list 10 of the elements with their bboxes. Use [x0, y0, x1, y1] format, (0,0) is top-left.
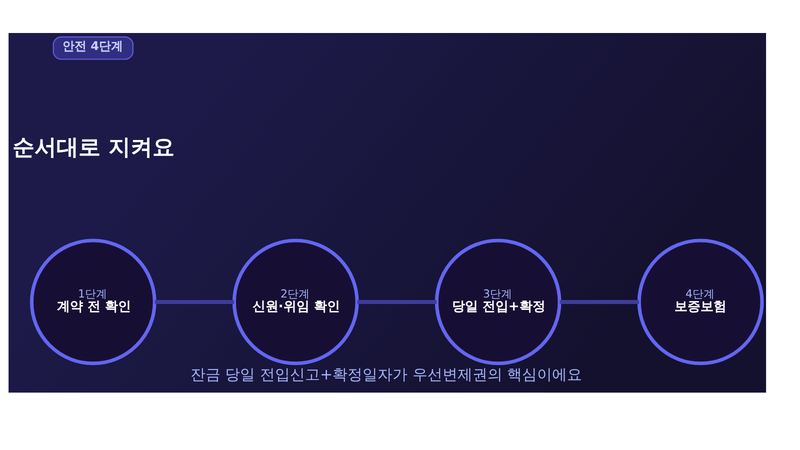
node-circle: 4단계 보증보험: [637, 238, 764, 365]
connector: [357, 299, 437, 304]
node-circle: 3단계 당일 전입+확정: [434, 238, 562, 365]
connector: [154, 299, 234, 304]
caption: 잔금 당일 전입신고+확정일자가 우선변제권의 핵심이에요: [190, 365, 582, 384]
diagram-title: 순서대로 지켜요: [12, 134, 174, 160]
node-box: 안전 4단계: [52, 36, 134, 60]
node-circle: 2단계 신원·위임 확인: [232, 238, 359, 365]
node-circle: 1단계 계약 전 확인: [30, 238, 156, 365]
connector: [560, 299, 639, 304]
